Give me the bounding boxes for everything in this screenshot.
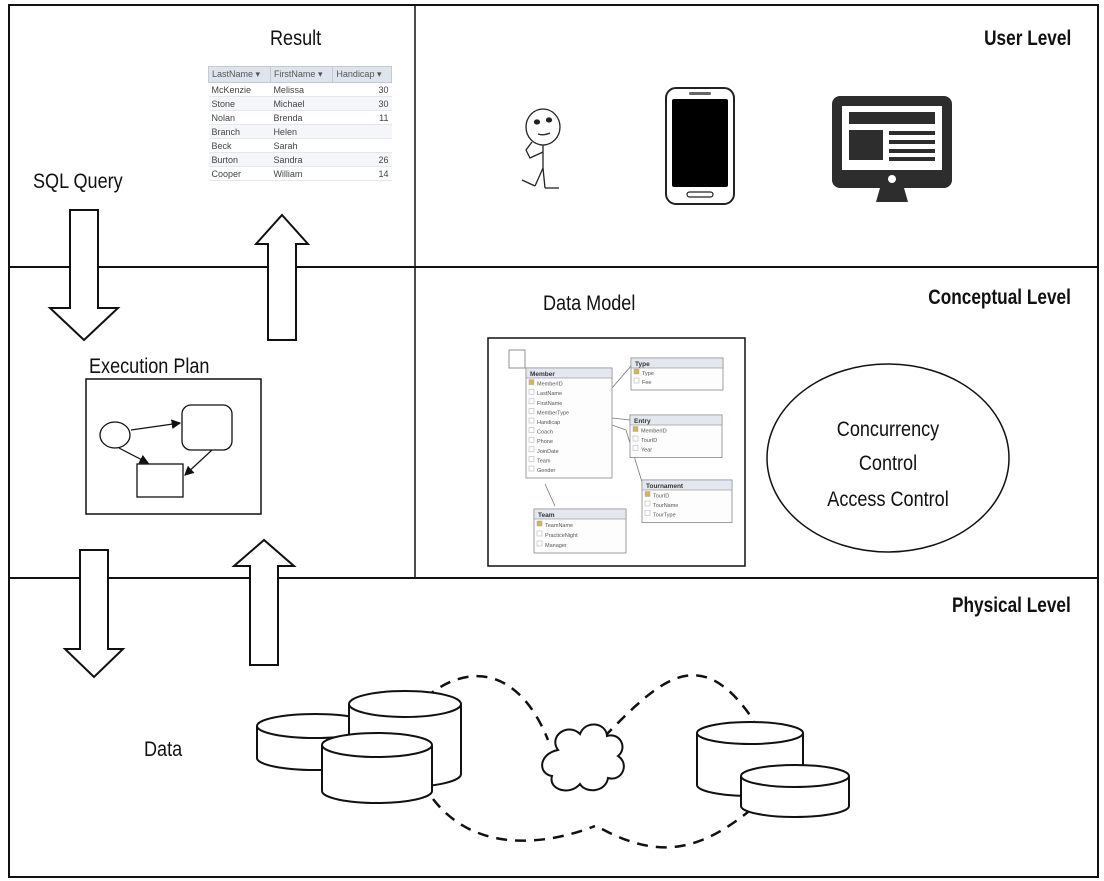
- schema-field: Manager: [545, 543, 567, 549]
- schema-field: TourID: [641, 438, 657, 444]
- result-cell: Brenda: [270, 110, 333, 125]
- result-cell: Melissa: [270, 82, 333, 97]
- sql-query-label: SQL Query: [33, 170, 123, 193]
- schema-field: Team: [537, 458, 551, 464]
- schema-table-name: Type: [635, 361, 650, 368]
- schema-table-name: Team: [538, 512, 555, 519]
- schema-field: Type: [642, 371, 654, 377]
- schema-field: TourName: [653, 503, 678, 509]
- schema-field: Phone: [537, 439, 553, 445]
- schema-field: MemberID: [641, 429, 667, 435]
- result-table: LastName ▾FirstName ▾Handicap ▾ McKenzie…: [208, 66, 392, 181]
- result-cell: Burton: [208, 152, 271, 167]
- plan-edge-3: [184, 449, 213, 476]
- outer-frame: [8, 4, 1099, 878]
- plan-node-output: [136, 463, 184, 498]
- schema-field: MemberType: [537, 410, 569, 416]
- execution-plan-label: Execution Plan: [89, 355, 210, 378]
- result-cell: Sandra: [270, 152, 333, 167]
- data-label: Data: [144, 738, 183, 761]
- result-cell: 14: [332, 166, 392, 181]
- arrow-up-plan: [231, 538, 297, 666]
- control-ellipse: [766, 363, 1010, 553]
- result-cell: [332, 138, 392, 153]
- schema-field: PracticeNight: [545, 533, 578, 539]
- monitor-icon: [832, 96, 952, 202]
- result-cell: Cooper: [208, 166, 271, 181]
- physical-level-label: Physical Level: [952, 594, 1071, 617]
- result-cell: 26: [332, 152, 392, 167]
- result-cell: Beck: [208, 138, 271, 153]
- concurrency-label: Concurrency: [836, 418, 940, 441]
- database-icon-3: [321, 732, 433, 804]
- result-cell: Sarah: [270, 138, 333, 153]
- schema-field: MemberID: [537, 382, 563, 388]
- result-column-header[interactable]: LastName ▾: [208, 66, 271, 83]
- result-cell: McKenzie: [208, 82, 271, 97]
- schema-table-name: Entry: [634, 418, 651, 425]
- user-level-label: User Level: [983, 27, 1071, 50]
- schema-table-name: Member: [530, 371, 555, 378]
- cloud-icon: [541, 723, 625, 792]
- schema-field: TeamName: [545, 523, 573, 529]
- result-cell: [332, 124, 392, 139]
- plan-node-process: [181, 404, 233, 451]
- result-column-header[interactable]: FirstName ▾: [269, 66, 334, 83]
- arrow-up-result: [253, 213, 311, 341]
- result-cell: 30: [332, 96, 392, 111]
- arrow-down-sql: [47, 209, 121, 342]
- schema-corner-mark: [508, 349, 526, 369]
- result-cell: Helen: [270, 124, 333, 139]
- schema-table-name: Tournament: [646, 483, 684, 490]
- result-cell: 30: [332, 82, 392, 97]
- schema-field: LastName: [537, 391, 562, 397]
- schema-field: TourType: [653, 513, 676, 519]
- result-cell: 11: [332, 110, 392, 125]
- schema-field: JoinDate: [537, 449, 559, 455]
- arrow-down-data: [62, 549, 126, 679]
- schema-relationships: [544, 365, 643, 507]
- result-cell: Nolan: [208, 110, 271, 125]
- plan-edge-2: [118, 447, 150, 464]
- schema-field: Year: [641, 448, 652, 454]
- smartphone-icon: [665, 87, 735, 205]
- result-label: Result: [270, 27, 322, 50]
- plan-node-start: [99, 421, 131, 449]
- access-control-label: Access Control: [827, 488, 949, 511]
- result-cell: Stone: [208, 96, 271, 111]
- data-model-label: Data Model: [543, 292, 636, 315]
- schema-field: Fee: [642, 380, 651, 386]
- result-table-header: LastName ▾FirstName ▾Handicap ▾: [208, 66, 392, 83]
- result-cell: William: [270, 166, 333, 181]
- result-cell: Michael: [270, 96, 333, 111]
- schema-field: Handicap: [537, 420, 560, 426]
- result-column-header[interactable]: Handicap ▾: [332, 66, 392, 83]
- schema-field: Gender: [537, 468, 556, 474]
- schema-field: Coach: [537, 430, 553, 436]
- network-links: [424, 674, 756, 849]
- control-label: Control: [858, 452, 918, 475]
- result-cell: Branch: [208, 124, 271, 139]
- person-thinking-icon: [521, 108, 561, 189]
- schema-field: FirstName: [537, 401, 562, 407]
- schema-field: TourID: [653, 494, 669, 500]
- database-icon-5: [740, 764, 850, 818]
- plan-edge-1: [130, 419, 182, 431]
- conceptual-level-label: Conceptual Level: [928, 286, 1071, 309]
